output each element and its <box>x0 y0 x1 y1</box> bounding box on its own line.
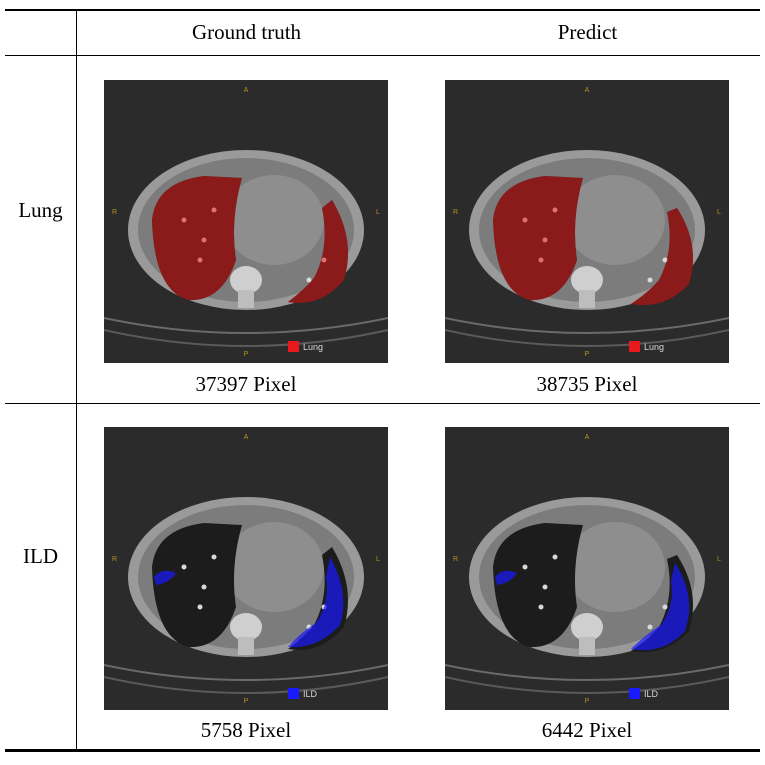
orientation-label-right: R <box>112 209 117 216</box>
orientation-label-posterior: P <box>244 698 249 705</box>
table-label-column-divider <box>76 10 77 751</box>
ct-image-lung-predict: A P R L Lung <box>445 80 729 363</box>
legend-swatch <box>288 341 299 352</box>
orientation-label-anterior: A <box>585 434 590 441</box>
column-header-ground-truth: Ground truth <box>191 20 302 44</box>
orientation-label-left: L <box>376 209 380 216</box>
orientation-label-left: L <box>376 556 380 563</box>
row-label-lung: Lung <box>18 198 63 222</box>
pixel-count-lung-ground-truth: 37397 Pixel <box>195 372 297 396</box>
ct-image-lung-ground-truth: A P R L Lung <box>104 80 388 363</box>
ct-image-ild-ground-truth: A P R L ILD <box>104 427 388 710</box>
pixel-count-lung-predict: 38735 Pixel <box>536 372 638 396</box>
orientation-label-right: R <box>453 556 458 563</box>
ct-image-ild-predict: A P R L ILD <box>445 427 729 710</box>
legend-label: Lung <box>303 342 323 352</box>
orientation-label-right: R <box>453 209 458 216</box>
row-label-ild: ILD <box>23 544 58 568</box>
orientation-label-anterior: A <box>244 87 249 94</box>
orientation-label-posterior: P <box>244 351 249 358</box>
orientation-label-posterior: P <box>585 698 590 705</box>
table-top-rule <box>5 9 760 11</box>
orientation-label-left: L <box>717 209 721 216</box>
table-header-rule <box>5 55 760 56</box>
legend-swatch <box>629 341 640 352</box>
legend-swatch <box>288 688 299 699</box>
orientation-label-posterior: P <box>585 351 590 358</box>
orientation-label-anterior: A <box>585 87 590 94</box>
legend-label: ILD <box>303 689 318 699</box>
pixel-count-ild-ground-truth: 5758 Pixel <box>200 718 292 742</box>
table-bottom-rule <box>5 749 760 752</box>
column-header-predict: Predict <box>557 20 618 44</box>
legend-label: Lung <box>644 342 664 352</box>
orientation-label-anterior: A <box>244 434 249 441</box>
pixel-count-ild-predict: 6442 Pixel <box>541 718 633 742</box>
orientation-label-left: L <box>717 556 721 563</box>
legend-swatch <box>629 688 640 699</box>
orientation-label-right: R <box>112 556 117 563</box>
table-row-divider <box>5 403 760 404</box>
legend-label: ILD <box>644 689 659 699</box>
